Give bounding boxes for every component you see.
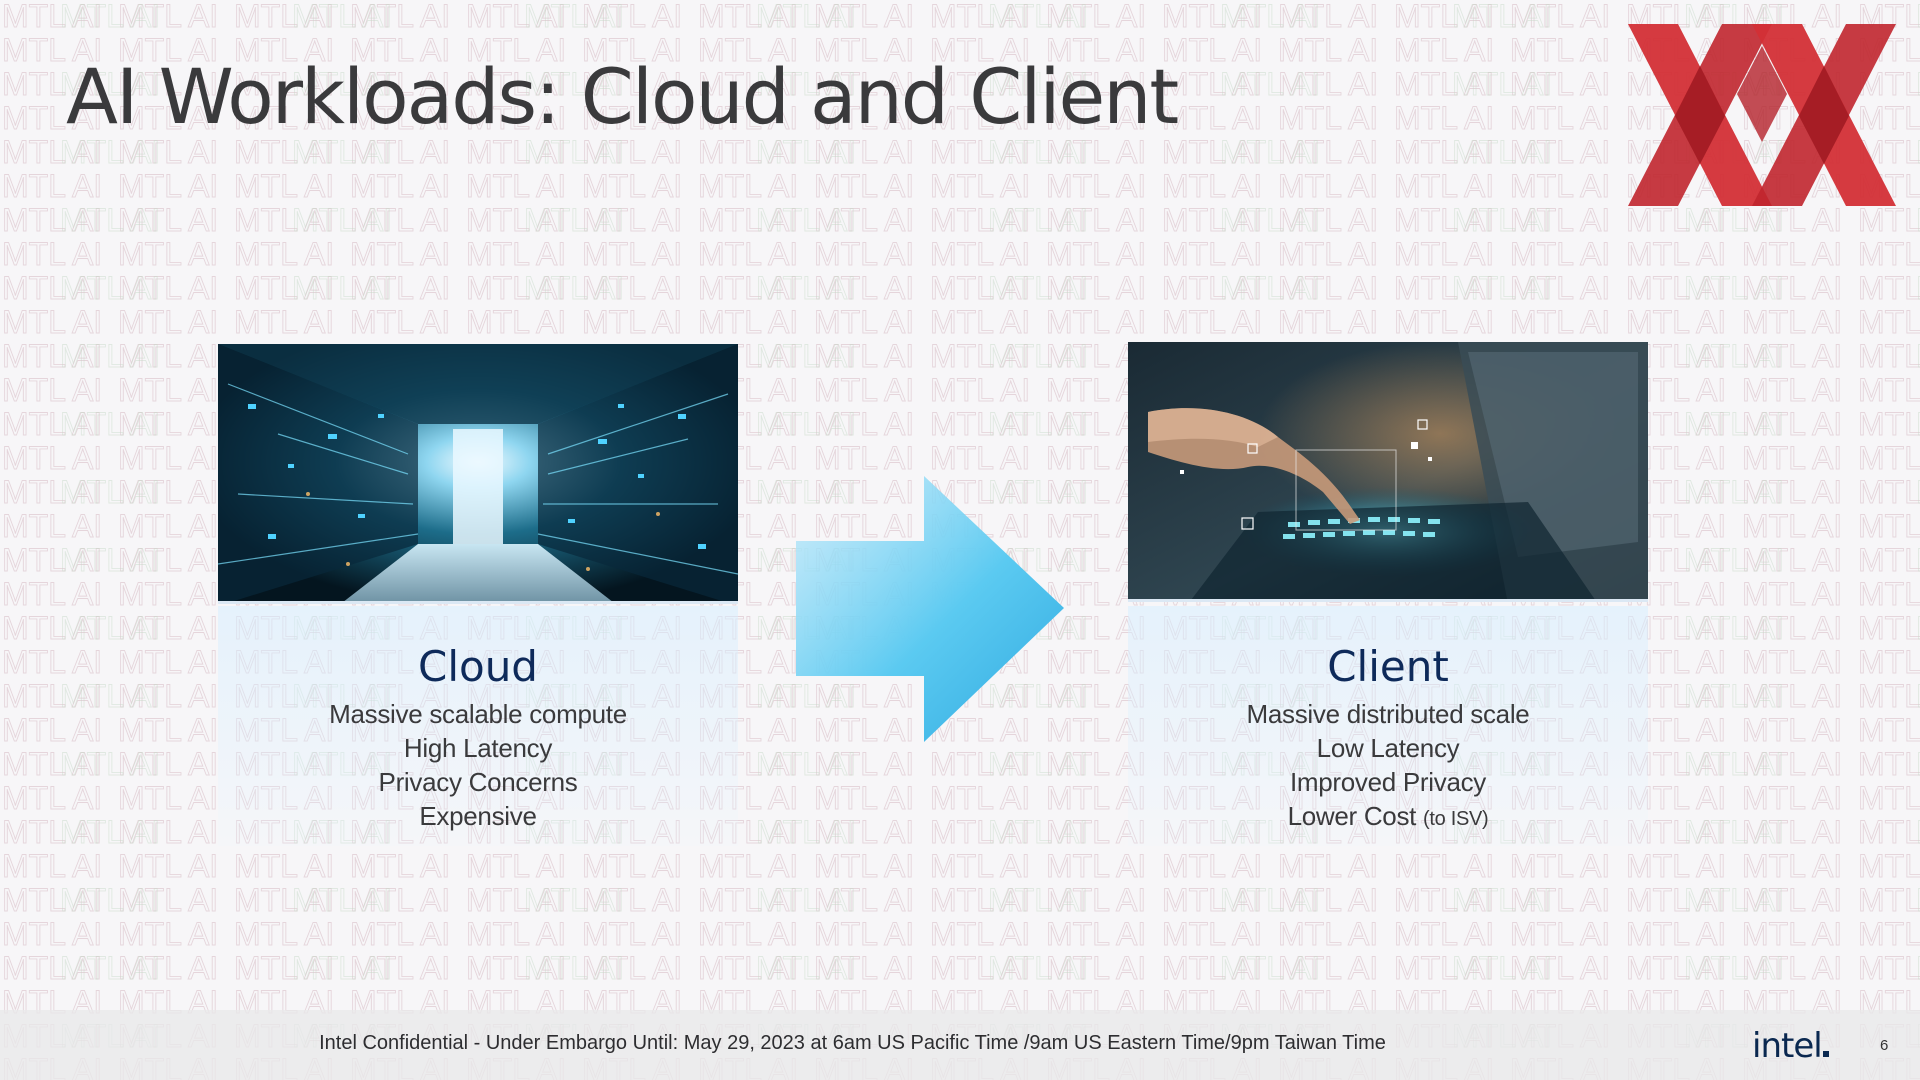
client-line-4: Lower Cost (to ISV) <box>1128 799 1648 836</box>
client-line-4-main: Lower Cost <box>1287 801 1417 831</box>
footer-bar <box>0 1010 1920 1080</box>
cloud-line-1: Massive scalable compute <box>329 699 627 729</box>
intel-logo-text: intel <box>1752 1026 1823 1066</box>
client-line-3: Improved Privacy <box>1289 767 1487 797</box>
cloud-line-2: High Latency <box>403 733 553 763</box>
cloud-image <box>218 344 738 604</box>
slide-title: AI Workloads: Cloud and Client <box>66 52 1179 141</box>
cloud-glow <box>218 606 738 846</box>
intel-logo-dot <box>1822 1051 1829 1057</box>
page-number: 6 <box>1880 1037 1889 1054</box>
laptop-touch-image <box>1128 342 1648 599</box>
right-arrow-icon <box>796 476 1064 742</box>
cloud-line-4: Expensive <box>419 801 537 831</box>
client-line-1: Massive distributed scale <box>1246 699 1530 729</box>
confidential-notice: Intel Confidential - Under Embargo Until… <box>319 1032 1386 1054</box>
client-line-4-suffix: (to ISV) <box>1423 808 1489 830</box>
client-image <box>1128 342 1648 602</box>
xx-logo-icon <box>1628 24 1896 206</box>
client-glow <box>1128 606 1648 846</box>
client-heading: Client <box>1327 642 1449 691</box>
client-line-2: Low Latency <box>1316 733 1460 763</box>
client-column: Client Massive distributed scale Low Lat… <box>1128 641 1648 836</box>
cloud-heading: Cloud <box>418 642 538 691</box>
intel-logo: intel <box>1752 1026 1829 1066</box>
cloud-line-3: Privacy Concerns <box>378 767 578 797</box>
data-center-image <box>218 344 738 601</box>
cloud-column: Cloud Massive scalable compute High Late… <box>218 641 738 833</box>
